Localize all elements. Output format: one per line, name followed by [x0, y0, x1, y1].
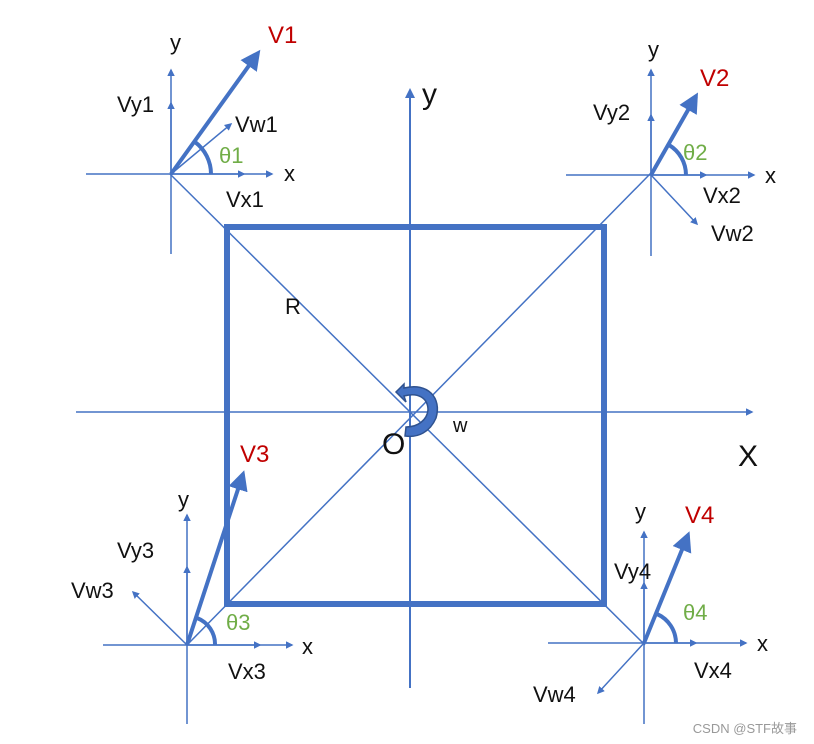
- wheel2-x-label: x: [765, 163, 776, 188]
- wheel1-frame: y x V1 Vy1 Vw1 θ1 Vx1: [86, 22, 297, 254]
- wheel4-frame: y V4 Vy4 θ4 x Vx4 Vw4: [533, 499, 768, 724]
- wheel3-x-label: x: [302, 634, 313, 659]
- wheel1-x-label: x: [284, 161, 295, 186]
- wheel2-y-label: y: [648, 37, 659, 62]
- radius-label: R: [285, 294, 301, 319]
- rotation-arrow-icon: [394, 382, 439, 438]
- wheel3-vw-arrow: [131, 590, 188, 646]
- origin-label: O: [382, 428, 405, 461]
- wheel3-theta-arc: [196, 616, 218, 646]
- wheel1-v-label: V1: [268, 22, 297, 49]
- wheel4-vw-arrow: [596, 642, 645, 695]
- wheel4-x-label: x: [757, 631, 768, 656]
- wheel4-vx-label: Vx4: [694, 658, 732, 683]
- wheel3-y-label: y: [178, 487, 189, 512]
- diagonal-tr-bl: [186, 173, 651, 646]
- wheel1-vx-label: Vx1: [226, 187, 264, 212]
- wheel2-vw-label: Vw2: [711, 221, 754, 246]
- wheel1-theta-label: θ1: [219, 143, 243, 168]
- wheel3-frame: V3 y Vy3 Vw3 θ3 x Vx3: [71, 441, 313, 724]
- wheel3-vx-label: Vx3: [228, 659, 266, 684]
- wheel1-vy-label: Vy1: [117, 92, 154, 117]
- wheel4-v-arrow: [642, 531, 692, 644]
- wheel3-vy-label: Vy3: [117, 538, 154, 563]
- main-y-axis-label: y: [422, 78, 437, 111]
- wheel4-vw-label: Vw4: [533, 682, 576, 707]
- wheel3-theta-label: θ3: [226, 610, 250, 635]
- wheel3-vw-label: Vw3: [71, 578, 114, 603]
- wheel2-vw-arrow: [650, 174, 699, 226]
- rotation-label: w: [452, 415, 468, 437]
- wheel1-theta-arc: [193, 140, 213, 175]
- wheel4-v-label: V4: [685, 502, 714, 529]
- wheel3-v-arrow: [185, 470, 248, 646]
- watermark: CSDN @STF故事: [693, 721, 797, 736]
- wheel1-vw-label: Vw1: [235, 112, 278, 137]
- wheel2-theta-label: θ2: [683, 140, 707, 165]
- wheel4-y-label: y: [635, 499, 646, 524]
- wheel1-v-arrow: [169, 49, 261, 176]
- diagonal-tl-br: [169, 173, 646, 646]
- wheel2-vy-label: Vy2: [593, 100, 630, 125]
- wheel4-vy-label: Vy4: [614, 559, 651, 584]
- wheel2-frame: y x V2 Vy2 θ2 Vx2 Vw2: [566, 37, 776, 256]
- wheel4-theta-arc: [656, 612, 678, 644]
- wheel2-theta-arc: [667, 143, 688, 176]
- wheel2-v-arrow: [649, 92, 698, 176]
- wheel1-y-label: y: [170, 30, 181, 55]
- wheel2-v-label: V2: [700, 65, 729, 92]
- main-x-axis-label: X: [738, 440, 758, 473]
- wheel4-theta-label: θ4: [683, 600, 707, 625]
- wheel3-v-label: V3: [240, 441, 269, 468]
- robot-chassis: [224, 224, 607, 607]
- wheel2-vx-label: Vx2: [703, 183, 741, 208]
